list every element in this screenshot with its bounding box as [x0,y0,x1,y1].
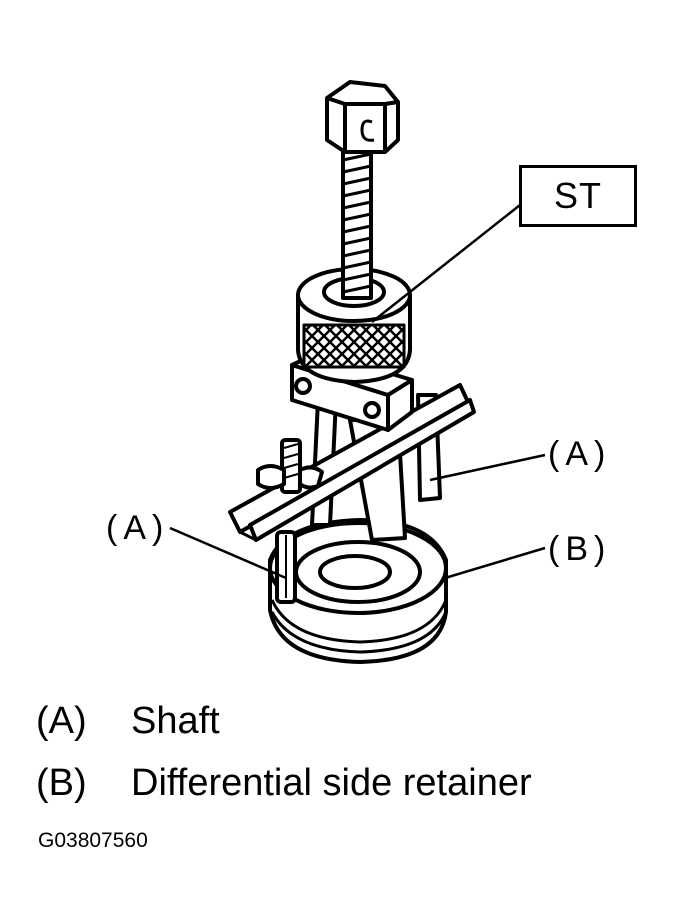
figure-code: G03807560 [38,829,148,852]
knurled-nut [296,267,412,384]
leader-lines [169,204,546,580]
legend-key: (A) [36,700,87,742]
special-tool-label: ST [519,165,637,227]
callout-a-right: (A) [548,435,612,473]
legend-key: (B) [36,762,87,804]
puller-tool-illustration [169,80,546,664]
differential-side-retainer [268,518,448,664]
legend-text: Differential side retainer [131,762,532,804]
hex-head [325,80,400,154]
shaft-left [275,530,297,604]
callout-b-right: (B) [548,530,612,568]
legend-item-shaft: (A) Shaft [36,702,220,740]
legend-text: Shaft [131,700,220,742]
callout-a-left: (A) [106,509,170,547]
wing-bolt [256,438,324,494]
threaded-screw [341,146,373,300]
legend-item-retainer: (B) Differential side retainer [36,764,532,802]
